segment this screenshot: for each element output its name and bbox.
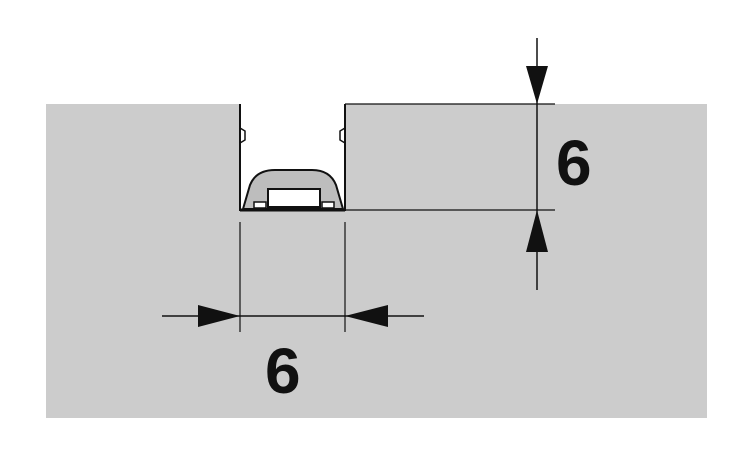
height-dimension: 6 <box>345 38 592 290</box>
mounting-surface <box>46 104 707 418</box>
width-arrow-right <box>198 305 240 327</box>
width-arrow-left <box>345 305 388 327</box>
led-pad-left <box>253 201 267 209</box>
width-dimension-label: 6 <box>265 335 301 407</box>
led-profile <box>239 104 346 212</box>
led-chip <box>267 188 321 208</box>
height-dimension-label: 6 <box>556 127 592 199</box>
led-pad-right <box>321 201 335 209</box>
height-arrow-up <box>526 210 548 252</box>
height-arrow-down <box>526 66 548 104</box>
profile-left-clip <box>239 127 246 144</box>
width-dimension: 6 <box>162 222 424 407</box>
profile-right-clip <box>339 127 346 144</box>
